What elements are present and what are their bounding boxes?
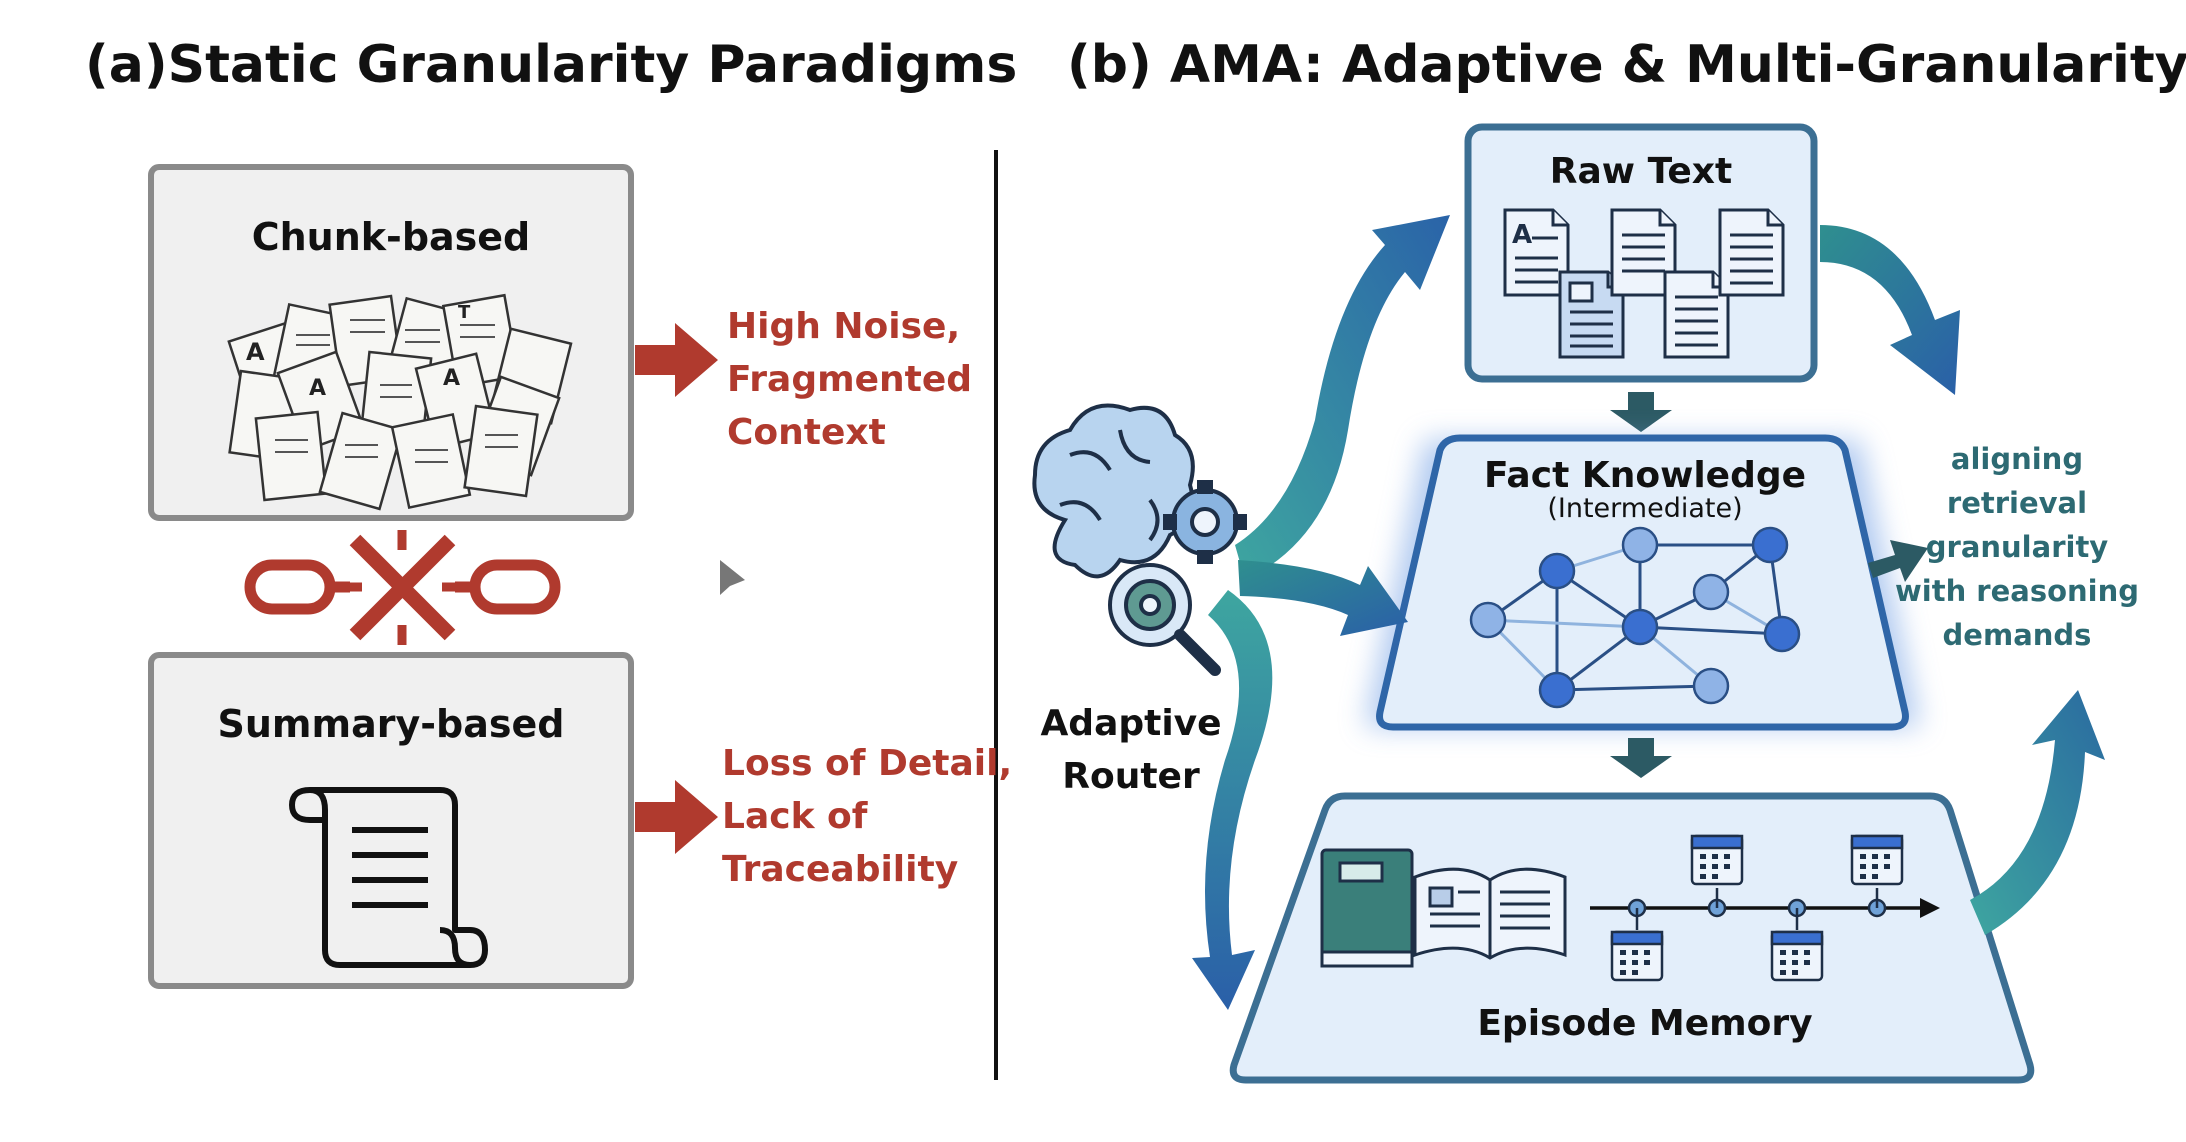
raw-to-goal-arrow bbox=[1820, 225, 1960, 395]
svg-text:A: A bbox=[309, 376, 326, 401]
broken-chain-icon bbox=[244, 530, 561, 645]
svg-text:T: T bbox=[458, 302, 471, 323]
brain-gear-icon bbox=[1032, 403, 1247, 676]
books-icon bbox=[1320, 848, 1567, 968]
summary-based-label: Summary-based bbox=[218, 702, 565, 746]
flow-arrow-fact-to-episode bbox=[1610, 738, 1672, 778]
goal-line-4: with reasoning bbox=[1895, 574, 2139, 608]
problem-arrow-chunk bbox=[635, 323, 718, 397]
scattered-documents-icon: A A A T bbox=[227, 293, 573, 511]
fact-to-goal-arrow bbox=[1868, 540, 1928, 582]
svg-text:A: A bbox=[1512, 220, 1532, 250]
chunk-problem-line-2: Fragmented bbox=[727, 359, 972, 400]
goal-line-3: granularity bbox=[1926, 530, 2109, 564]
flow-arrow-raw-to-fact bbox=[1610, 392, 1672, 432]
chunk-problem-line-1: High Noise, bbox=[727, 306, 960, 347]
goal-line-2: retrieval bbox=[1947, 486, 2087, 520]
chunk-based-label: Chunk-based bbox=[252, 215, 531, 259]
chunk-problem-line-3: Context bbox=[727, 412, 886, 453]
knowledge-graph-icon bbox=[1469, 526, 1801, 709]
goal-line-1: aligning bbox=[1951, 442, 2083, 476]
cursor-icon bbox=[720, 560, 745, 595]
episode-to-goal-arrow bbox=[1970, 690, 2105, 935]
fact-knowledge-label: Fact Knowledge bbox=[1484, 455, 1806, 496]
fact-knowledge-sublabel: (Intermediate) bbox=[1547, 493, 1742, 524]
router-arrow-to-episode bbox=[1192, 590, 1273, 1010]
scroll-icon bbox=[289, 787, 488, 968]
episode-memory-label: Episode Memory bbox=[1477, 1003, 1812, 1044]
left-panel-title: (a)Static Granularity Paradigms bbox=[85, 35, 1017, 95]
raw-text-label: Raw Text bbox=[1550, 151, 1732, 192]
summary-problem-line-1: Loss of Detail, bbox=[722, 743, 1012, 784]
problem-arrow-summary bbox=[635, 780, 718, 854]
timeline-calendar-icon bbox=[1590, 834, 1940, 982]
goal-line-5: demands bbox=[1943, 618, 2092, 652]
summary-problem-line-3: Traceability bbox=[722, 849, 958, 890]
router-arrow-to-raw bbox=[1235, 215, 1450, 580]
router-label-line-2: Router bbox=[1062, 756, 1200, 797]
fact-knowledge-box bbox=[1376, 434, 1909, 731]
svg-text:A: A bbox=[443, 366, 460, 391]
svg-text:A: A bbox=[246, 338, 265, 366]
summary-based-box bbox=[148, 652, 634, 989]
router-label-line-1: Adaptive bbox=[1040, 703, 1221, 744]
router-arrow-to-fact bbox=[1238, 560, 1408, 636]
right-panel-title: (b) AMA: Adaptive & Multi-Granularity bbox=[1067, 35, 2186, 95]
summary-problem-line-2: Lack of bbox=[722, 796, 868, 837]
document-stack-icon: A bbox=[1503, 208, 1785, 359]
